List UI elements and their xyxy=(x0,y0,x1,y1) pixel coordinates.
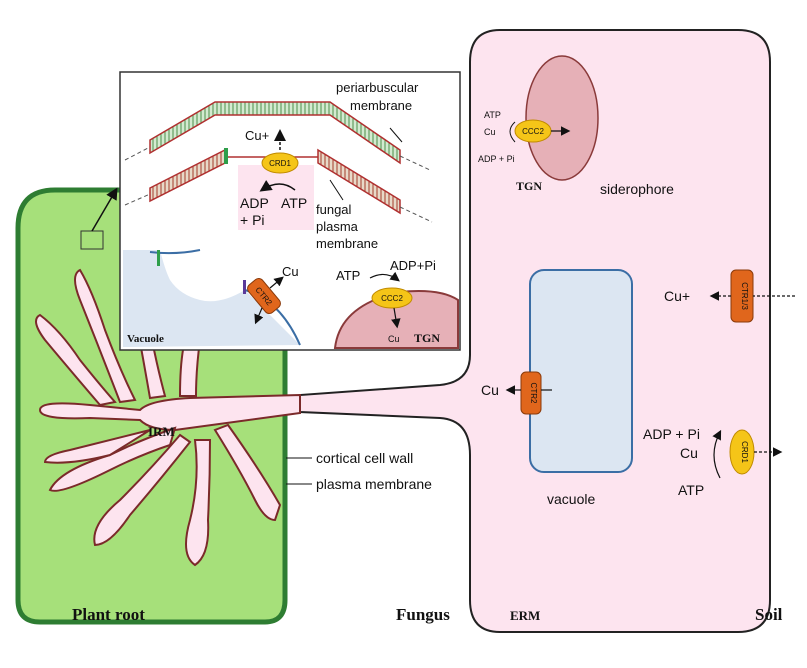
soil-label: Soil xyxy=(755,605,783,624)
cu-ctr2-inset-label: Cu xyxy=(282,264,299,279)
irm-label: IRM xyxy=(148,424,175,439)
tgn-inset-label: TGN xyxy=(414,331,440,345)
crd1-inset: CRD1 xyxy=(261,152,299,174)
periarbuscular-label-2: membrane xyxy=(350,98,412,113)
ctr2-erm: CTR2 xyxy=(520,371,542,415)
fungus-label: Fungus xyxy=(396,605,450,624)
fungal-label-2: plasma xyxy=(316,219,359,234)
ctr2-inset: CTR2 xyxy=(247,277,281,315)
arbuscule xyxy=(35,256,301,567)
svg-text:CTR1/3: CTR1/3 xyxy=(740,282,749,310)
cu-ccc2-inset-label: Cu xyxy=(388,334,400,344)
adppi-tgn-label: ADP + Pi xyxy=(478,154,515,164)
cortical-cell-wall-label: cortical cell wall xyxy=(316,450,413,466)
periarbuscular-membrane xyxy=(149,101,401,165)
erm-label: ERM xyxy=(510,608,540,623)
siderophore-label: siderophore xyxy=(600,181,674,197)
fungal-label-3: membrane xyxy=(316,236,378,251)
atp-ccc2-inset-label: ATP xyxy=(336,268,360,283)
adppi-erm-label: ADP + Pi xyxy=(643,426,700,442)
ctr13-transporter: CTR1/3 xyxy=(730,269,754,323)
svg-text:CRD1: CRD1 xyxy=(269,159,291,168)
periarbuscular-label: periarbuscular xyxy=(336,80,419,95)
vacuole-inset-label: Vacuole xyxy=(127,333,164,345)
cu-erm-label: Cu xyxy=(680,445,698,461)
cu-plus-inset-label: Cu+ xyxy=(245,128,269,143)
ccc2-tgn: CCC2 xyxy=(514,119,552,143)
svg-text:CCC2: CCC2 xyxy=(381,294,403,303)
svg-text:CCC2: CCC2 xyxy=(522,127,544,136)
atp-inset-label: ATP xyxy=(281,195,307,211)
svg-text:CRD1: CRD1 xyxy=(740,441,749,463)
ccc2-inset: CCC2 xyxy=(371,287,413,309)
pi-inset-label: + Pi xyxy=(240,212,265,228)
plasma-membrane-label: plasma membrane xyxy=(316,476,432,492)
adppi-ccc2-inset-label: ADP+Pi xyxy=(390,258,436,273)
plant-root-label: Plant root xyxy=(72,605,145,624)
tgn-label: TGN xyxy=(516,179,542,193)
fungal-plasma-membrane xyxy=(149,148,401,215)
vacuole-label: vacuole xyxy=(547,491,595,507)
cu-plus-erm-label: Cu+ xyxy=(664,288,690,304)
cu-tgn-label: Cu xyxy=(484,127,496,137)
cu-vacuole-label: Cu xyxy=(481,382,499,398)
svg-text:CTR2: CTR2 xyxy=(529,383,538,404)
fungal-label-1: fungal xyxy=(316,202,352,217)
erm-vacuole xyxy=(529,269,633,473)
atp-tgn-label: ATP xyxy=(484,110,501,120)
atp-erm-label: ATP xyxy=(678,482,704,498)
tgn-organelle xyxy=(525,55,599,181)
inset-cytosol xyxy=(238,165,314,230)
zoom-arrow xyxy=(91,187,118,232)
adp-inset-label: ADP xyxy=(240,195,269,211)
crd1-erm: CRD1 xyxy=(729,429,755,475)
